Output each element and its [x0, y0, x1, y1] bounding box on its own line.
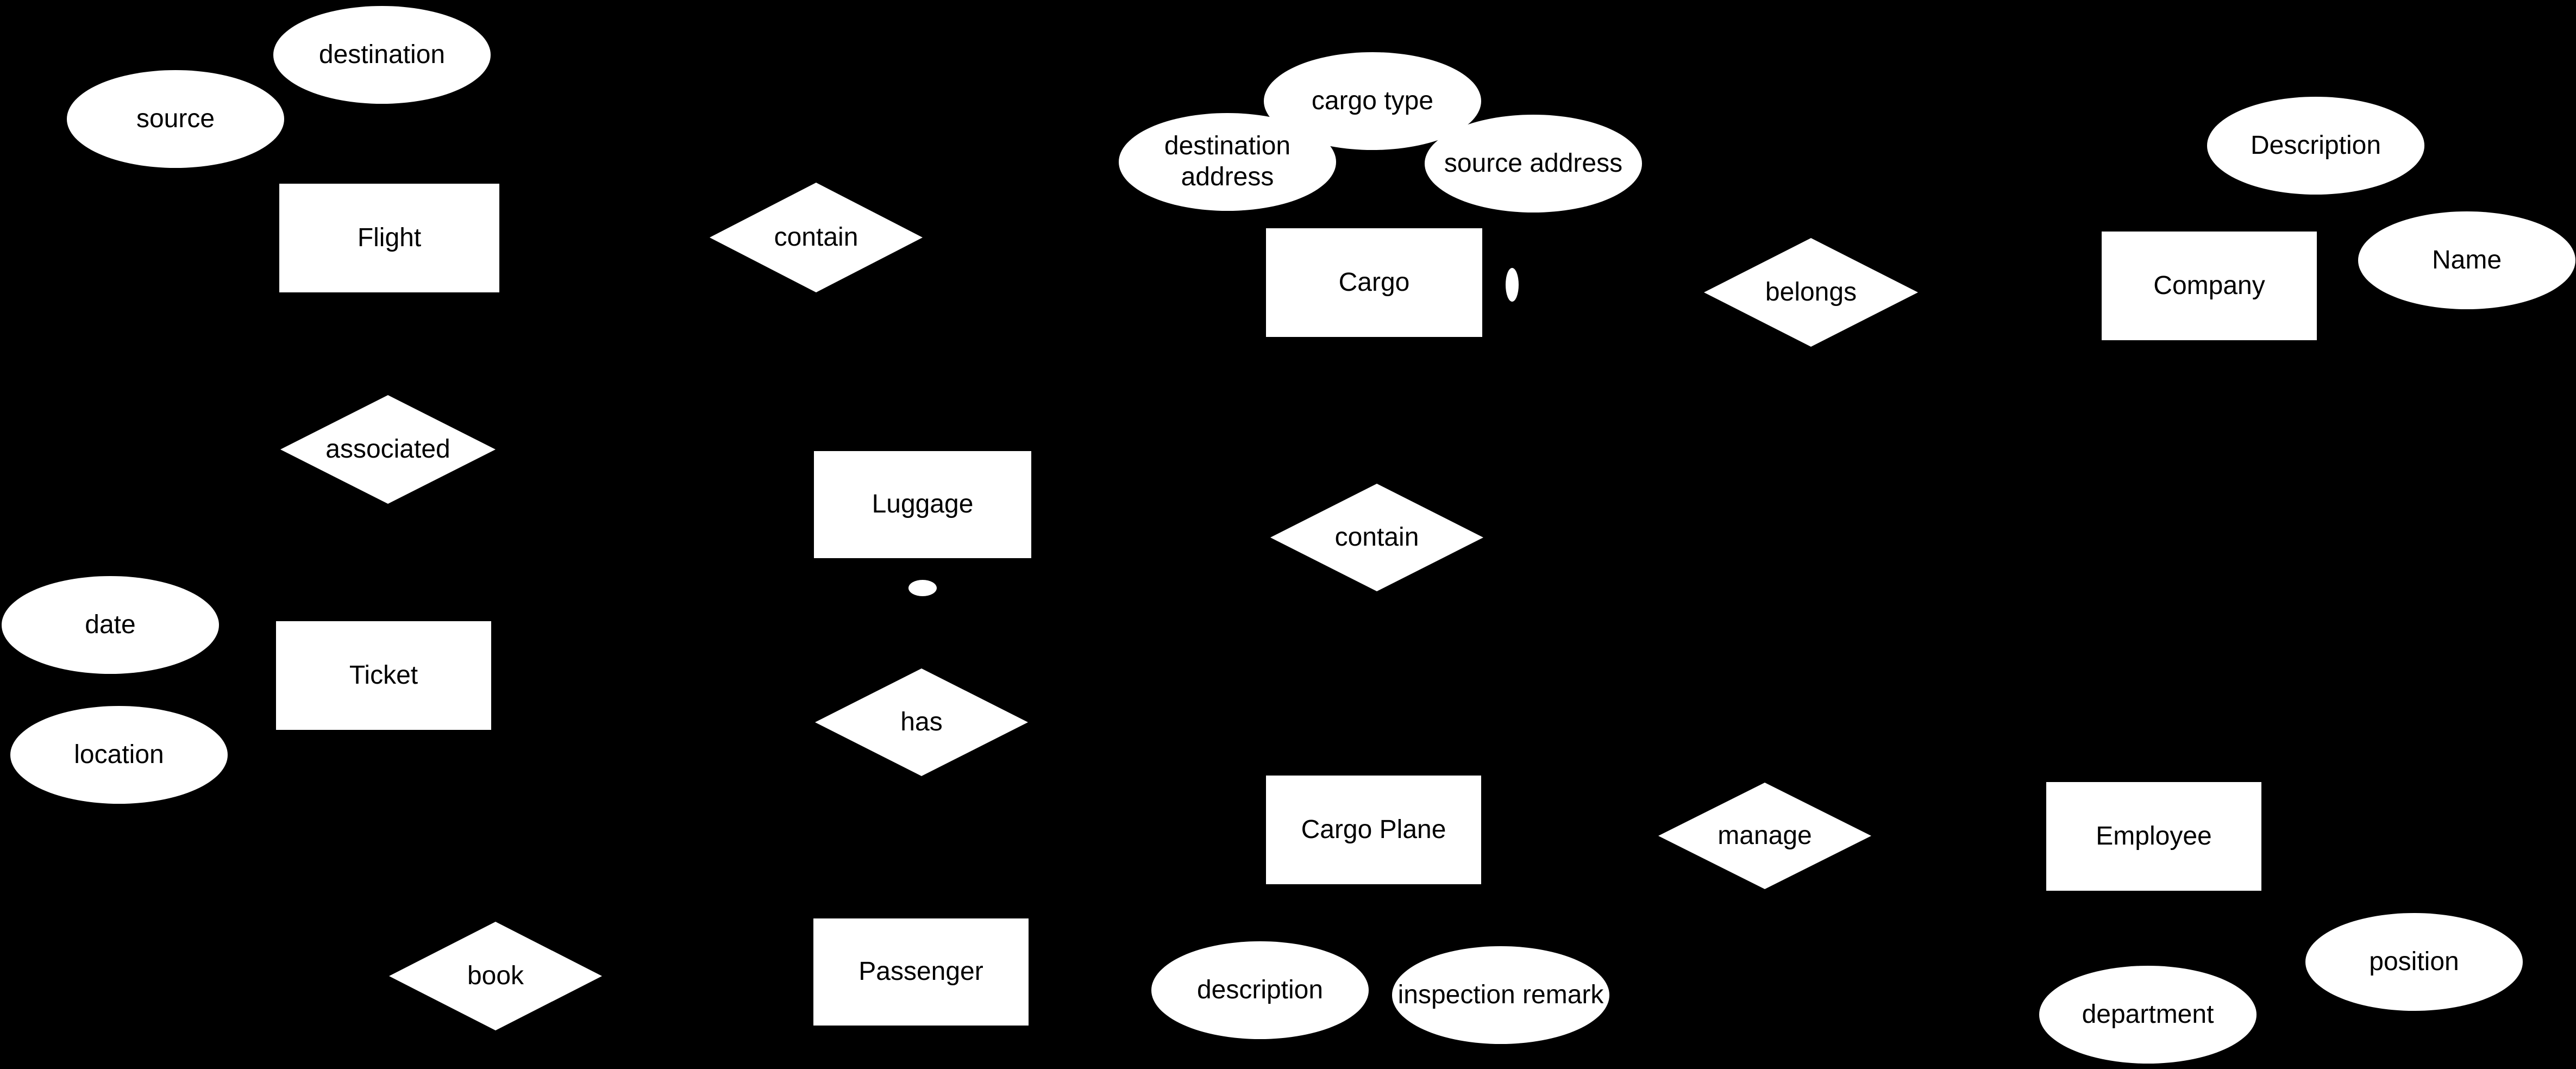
attribute-description-cargo-plane: description [1151, 941, 1369, 1039]
attribute-inspection-remark: inspection remark [1392, 946, 1609, 1044]
attribute-source-address: source address [1425, 115, 1642, 212]
entity-company: Company [2102, 232, 2317, 340]
relationship-book: book [389, 922, 602, 1030]
small-ellipse-luggage-below [908, 580, 937, 596]
relationship-contain-flight-luggage: contain [710, 183, 923, 292]
small-ellipse-cargo-right [1506, 268, 1519, 302]
attribute-description-company: Description [2207, 97, 2424, 195]
relationship-manage: manage [1658, 783, 1871, 889]
attribute-destination-address: destination address [1119, 113, 1336, 211]
attribute-source: source [67, 70, 284, 168]
entity-ticket: Ticket [276, 621, 491, 730]
entity-passenger: Passenger [813, 918, 1029, 1026]
attribute-position: position [2305, 913, 2523, 1011]
relationship-contain-cargo: contain [1270, 484, 1483, 591]
relationship-belongs: belongs [1704, 238, 1918, 347]
entity-flight: Flight [279, 184, 499, 292]
attribute-department: department [2039, 966, 2257, 1064]
attribute-location: location [10, 706, 228, 804]
relationship-associated: associated [280, 395, 496, 504]
attribute-name: Name [2358, 211, 2575, 309]
entity-luggage: Luggage [814, 451, 1031, 558]
attribute-date: date [2, 576, 219, 674]
entity-employee: Employee [2046, 782, 2261, 891]
entity-cargo: Cargo [1266, 228, 1482, 337]
attribute-destination: destination [273, 6, 491, 104]
relationship-has: has [815, 668, 1028, 776]
entity-cargo-plane: Cargo Plane [1266, 776, 1481, 884]
